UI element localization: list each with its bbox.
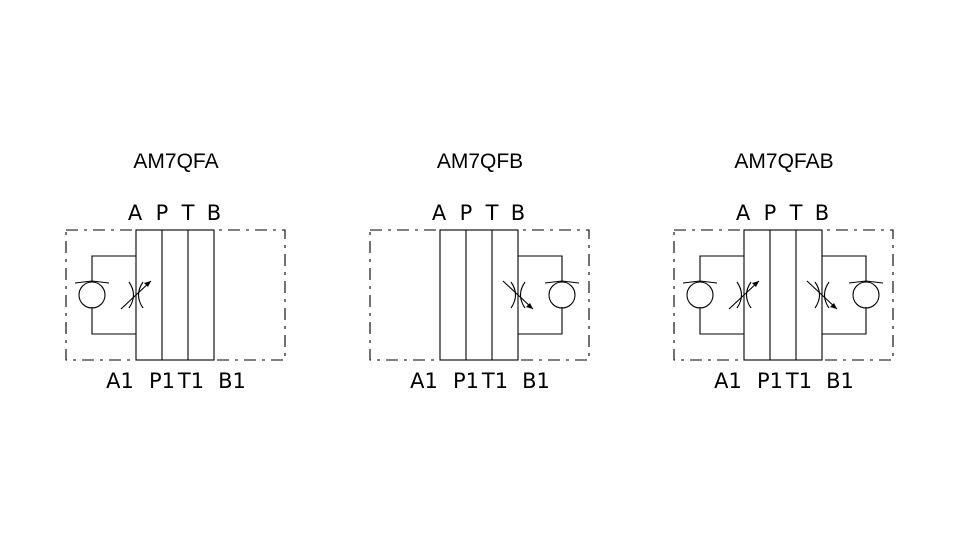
port-label-a: A bbox=[736, 201, 751, 225]
bypass-line-bottom-left bbox=[699, 307, 744, 335]
arrow-head-icon bbox=[526, 303, 533, 309]
port-label-b1: B1 bbox=[522, 369, 550, 393]
port-label-a: A bbox=[432, 201, 447, 225]
port-label-p: P bbox=[460, 201, 473, 225]
port-label-t: T bbox=[789, 201, 803, 225]
port-label-t: T bbox=[181, 201, 195, 225]
port-label-a1: A1 bbox=[106, 369, 134, 393]
top-port-labels: A P T B bbox=[432, 201, 525, 225]
arrow-head-icon bbox=[752, 281, 759, 287]
port-label-p1: P1 bbox=[757, 369, 783, 393]
check-valve-ball bbox=[548, 281, 576, 309]
symbol-am7qfa: AM7QFA A P T B A1 P1 T1 B1 bbox=[65, 150, 286, 393]
symbol-title: AM7QFB bbox=[437, 150, 523, 173]
module-block bbox=[439, 229, 519, 361]
port-label-b: B bbox=[511, 201, 525, 225]
bypass-line-top-left bbox=[699, 255, 744, 281]
bypass-line-top bbox=[91, 255, 136, 281]
port-label-b1: B1 bbox=[826, 369, 854, 393]
port-label-p: P bbox=[764, 201, 777, 225]
check-valve-seat bbox=[74, 280, 110, 284]
bypass-line-bottom bbox=[518, 307, 563, 335]
throttle-left-curve bbox=[510, 281, 517, 309]
bypass-line-top bbox=[518, 255, 563, 281]
throttle-right-curve-b bbox=[823, 281, 830, 309]
throttle-adjust-arrow-left bbox=[728, 280, 760, 310]
port-label-a1: A1 bbox=[714, 369, 742, 393]
check-valve-seat bbox=[544, 280, 580, 284]
check-valve-seat-left bbox=[682, 280, 718, 284]
throttle-adjust-arrow bbox=[502, 280, 534, 310]
bottom-port-labels: A1 P1 T1 B1 bbox=[714, 369, 854, 393]
bypass-line-top-right bbox=[822, 255, 867, 281]
port-label-p1: P1 bbox=[453, 369, 479, 393]
throttle-left-curve-a bbox=[736, 281, 743, 309]
bottom-port-labels: A1 P1 T1 B1 bbox=[410, 369, 550, 393]
port-label-a: A bbox=[128, 201, 143, 225]
port-label-t1: T1 bbox=[177, 369, 204, 393]
throttle-right-curve-a bbox=[814, 281, 821, 309]
arrow-head-icon bbox=[830, 303, 837, 309]
check-valve-ball-right bbox=[852, 281, 880, 309]
outer-frame bbox=[369, 229, 590, 361]
bypass-line-bottom bbox=[91, 307, 136, 335]
top-port-labels: A P T B bbox=[736, 201, 829, 225]
port-label-t: T bbox=[485, 201, 499, 225]
port-label-b: B bbox=[207, 201, 221, 225]
outer-frame bbox=[65, 229, 286, 361]
port-label-b: B bbox=[815, 201, 829, 225]
top-port-labels: A P T B bbox=[128, 201, 221, 225]
port-label-t1: T1 bbox=[481, 369, 508, 393]
port-label-p1: P1 bbox=[149, 369, 175, 393]
check-valve-ball bbox=[78, 281, 106, 309]
throttle-right-curve bbox=[137, 281, 144, 309]
check-valve-ball-left bbox=[686, 281, 714, 309]
throttle-left-curve bbox=[128, 281, 135, 309]
arrow-head-icon bbox=[144, 281, 151, 287]
port-label-p: P bbox=[156, 201, 169, 225]
throttle-adjust-arrow bbox=[120, 280, 152, 310]
symbol-am7qfb: AM7QFB A P T B A1 P1 T1 B1 bbox=[369, 150, 590, 393]
bypass-line-bottom-right bbox=[822, 307, 867, 335]
check-valve-seat-right bbox=[848, 280, 884, 284]
throttle-left-curve-b bbox=[745, 281, 752, 309]
symbol-title: AM7QFA bbox=[133, 150, 218, 173]
symbol-am7qfab: AM7QFAB A P T B A1 P1 T1 B1 bbox=[673, 150, 894, 393]
outer-frame bbox=[673, 229, 894, 361]
symbol-title: AM7QFAB bbox=[734, 150, 833, 173]
module-block bbox=[135, 229, 215, 361]
throttle-right-curve bbox=[519, 281, 526, 309]
throttle-adjust-arrow-right bbox=[806, 280, 838, 310]
bottom-port-labels: A1 P1 T1 B1 bbox=[106, 369, 246, 393]
port-label-b1: B1 bbox=[218, 369, 246, 393]
port-label-a1: A1 bbox=[410, 369, 438, 393]
module-block bbox=[743, 229, 823, 361]
port-label-t1: T1 bbox=[785, 369, 812, 393]
